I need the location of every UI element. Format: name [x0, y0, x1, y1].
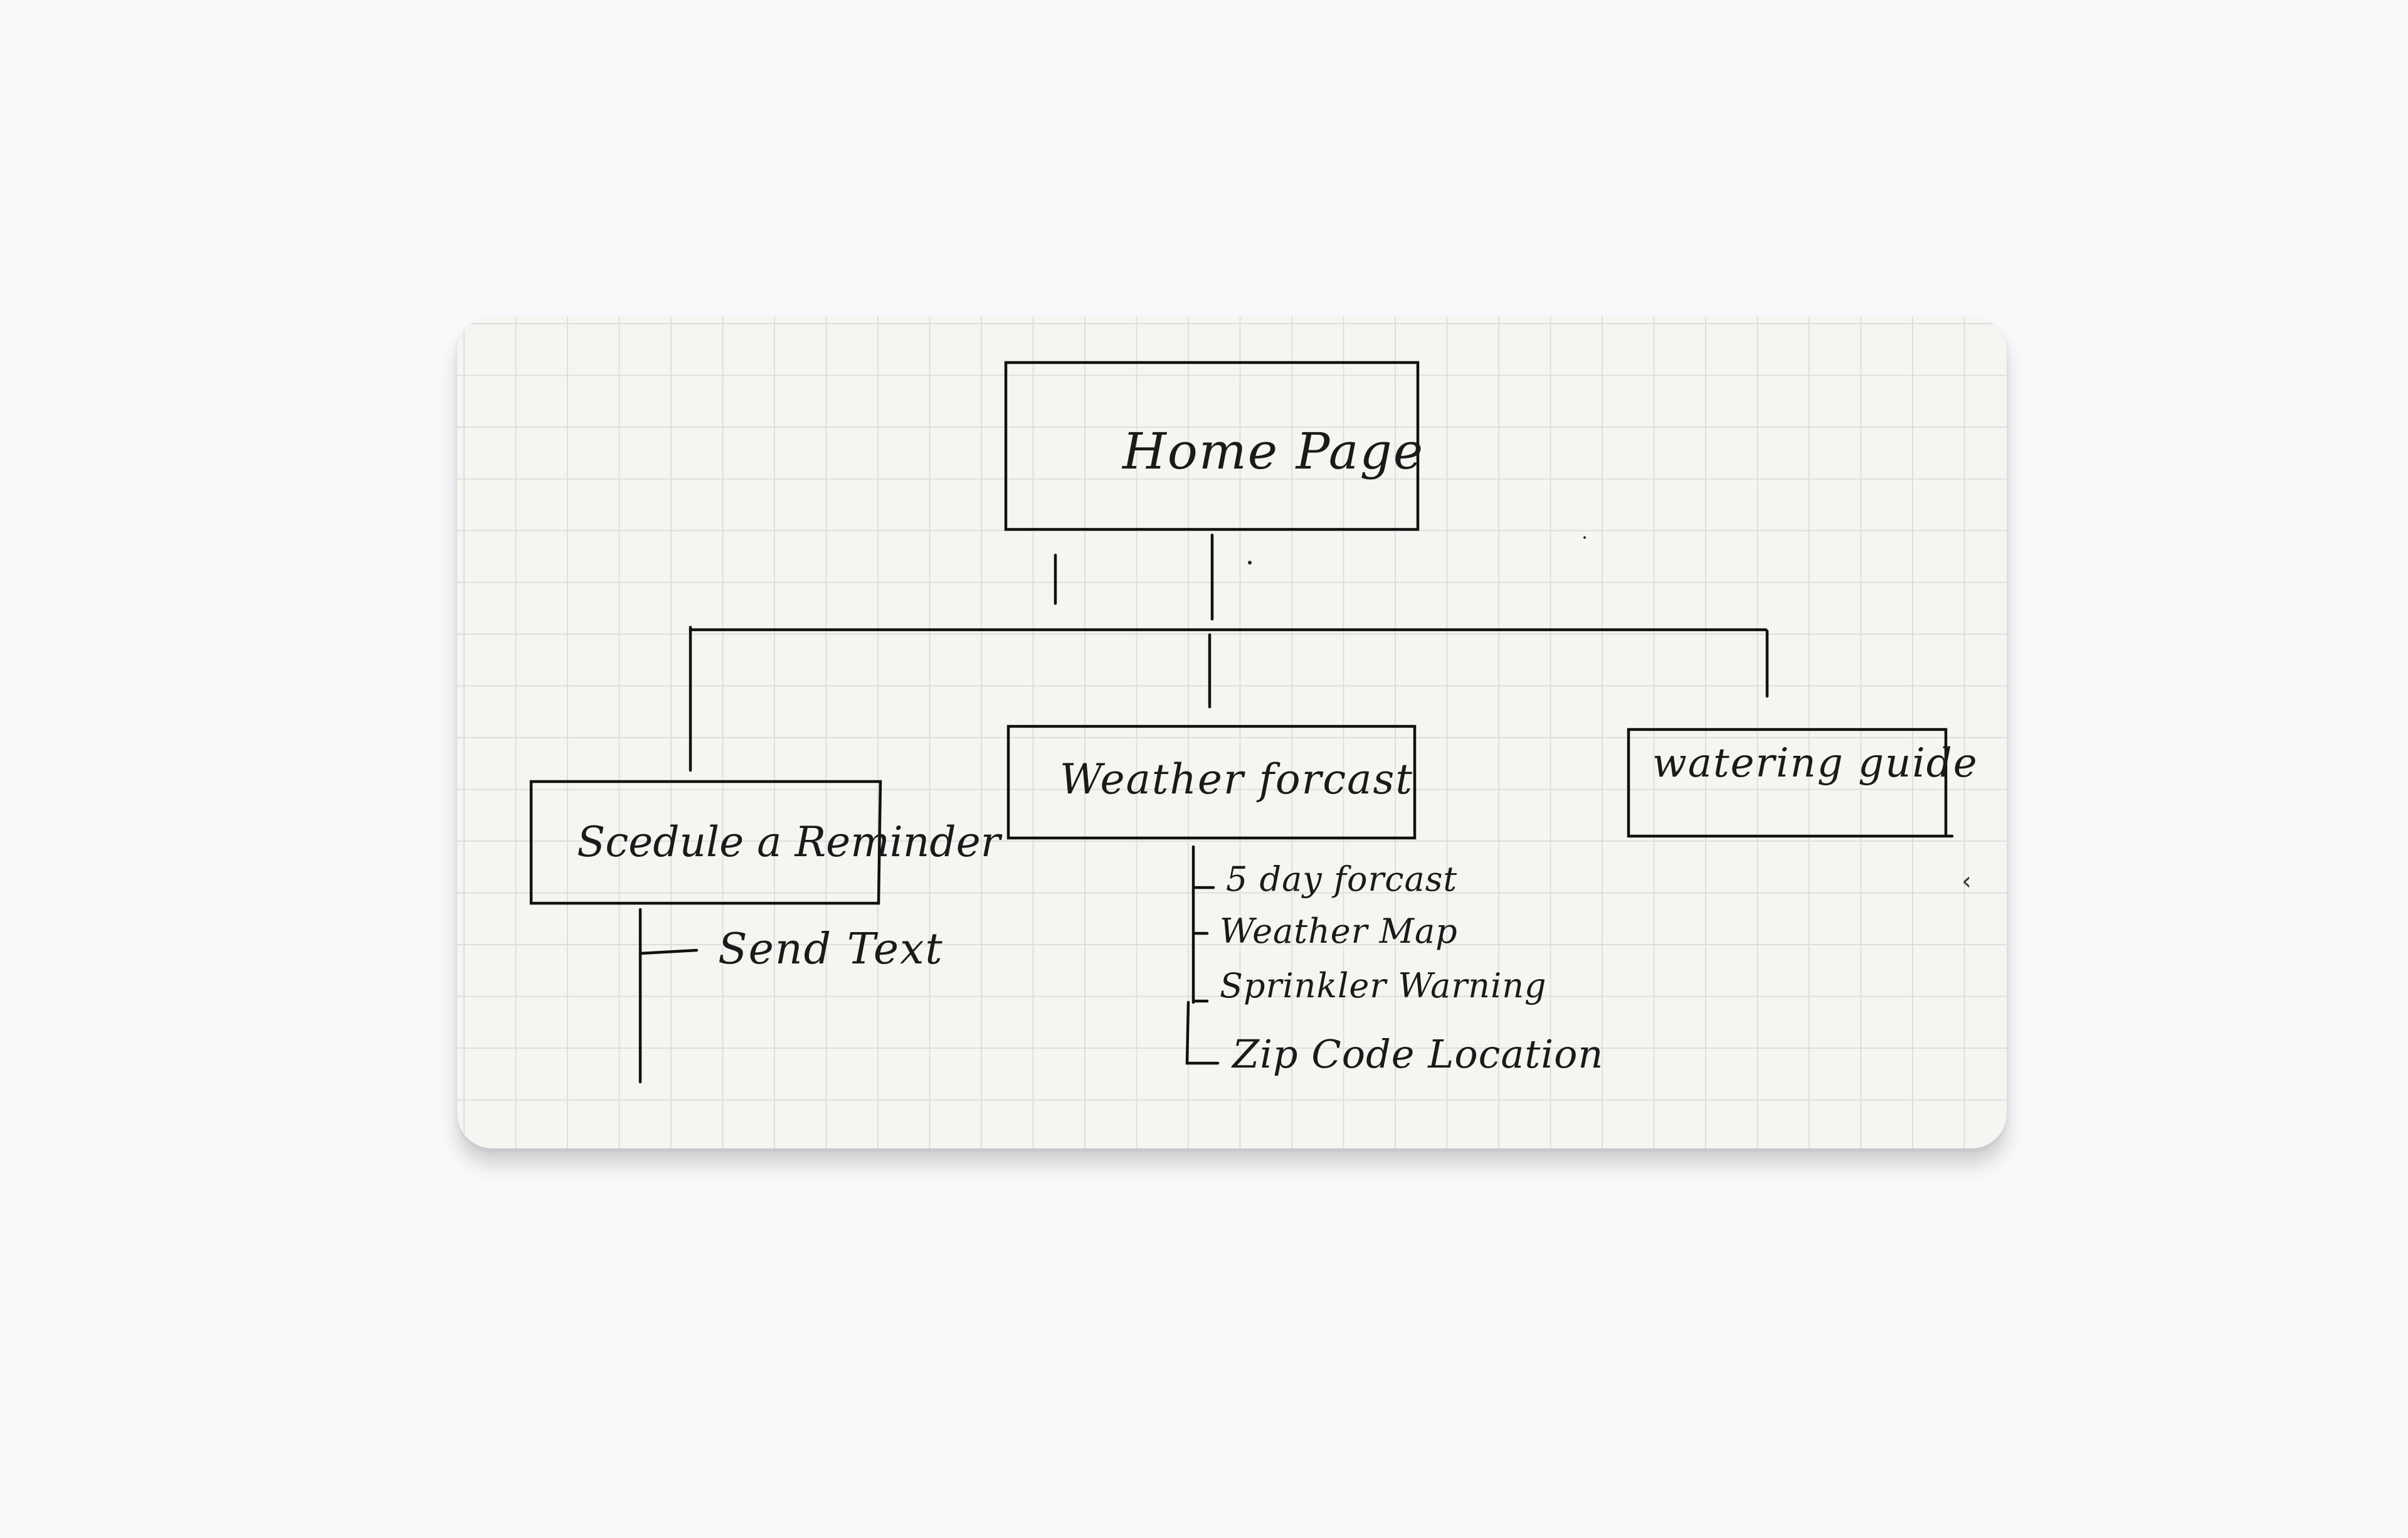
item-label-5-day-forcast: 5 day forcast [1226, 859, 1458, 899]
connector-send-text [638, 948, 699, 955]
item-label-weather-map: Weather Map [1220, 911, 1458, 951]
item-label-sprinkler-warning: Sprinkler Warning [1220, 966, 1547, 1005]
node-label-watering-guide: watering guide [1652, 740, 1978, 787]
node-label-weather-forcast: Weather forcast [1060, 755, 1413, 803]
node-box-scedule-reminder [529, 780, 882, 905]
chevron-left-icon[interactable]: ‹ [1962, 867, 1972, 896]
node-box-watering-guide [1627, 728, 1954, 838]
item-label-zip-code-location: Zip Code Location [1232, 1031, 1604, 1077]
grid-paper-sheet [457, 317, 2007, 1148]
node-label-scedule-reminder: Scedule a Reminder [577, 818, 1001, 866]
item-label-send-text: Send Text [718, 925, 944, 974]
stray-dot-small [1583, 536, 1586, 539]
connector-zip-code [1185, 1000, 1220, 1065]
node-box-home-page [1004, 361, 1420, 531]
node-box-weather-forcast [1006, 724, 1417, 840]
node-label-home-page: Home Page [1122, 422, 1425, 480]
stray-dot [1248, 561, 1252, 565]
